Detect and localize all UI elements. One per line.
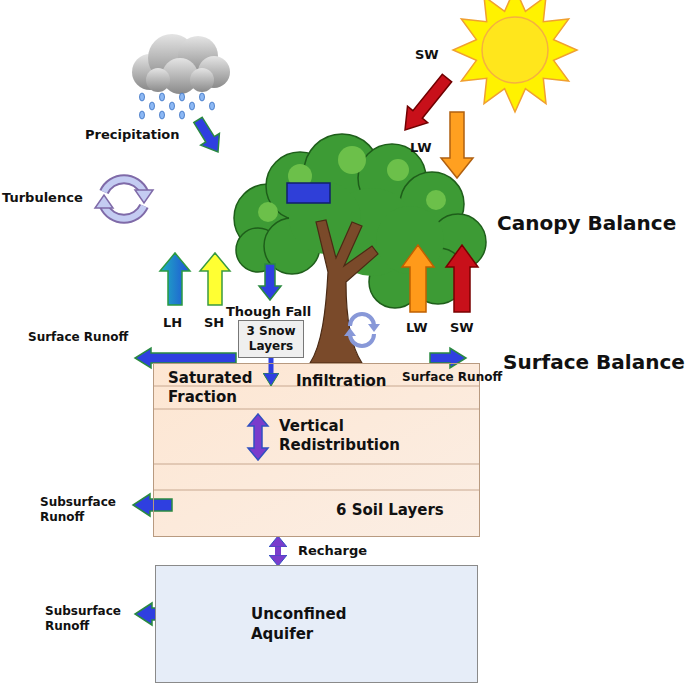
tree-canopy	[234, 134, 486, 308]
sun-rays	[453, 0, 577, 112]
sensible-heat-label: SH	[204, 315, 224, 331]
precipitation-arrow	[194, 117, 220, 152]
soil-layer-line	[153, 490, 480, 491]
soil-layer-line	[153, 464, 480, 465]
aquifer-box: Unconfined Aquifer	[155, 565, 478, 683]
infiltration-text: Infiltration	[296, 372, 406, 391]
soil-layer-line	[153, 409, 480, 410]
soil-ground	[153, 363, 480, 537]
raindrop	[140, 111, 145, 119]
snow-layers-box: 3 Snow Layers	[238, 320, 304, 358]
raindrop	[170, 102, 175, 110]
rotation-head	[368, 324, 380, 332]
vertical-redistribution-arrow	[248, 414, 268, 460]
raindrop	[180, 111, 185, 119]
raindrop	[140, 93, 145, 101]
raindrop	[190, 102, 195, 110]
saturated-fraction-text: Saturated Fraction	[168, 369, 263, 407]
canopy-highlight	[426, 190, 446, 210]
longwave-in-arrow	[441, 112, 473, 178]
edge-label: Recharge	[298, 543, 367, 559]
surface-balance-title: Surface Balance	[503, 350, 685, 375]
cloud	[132, 34, 230, 94]
shortwave-label: SW	[415, 47, 439, 63]
raindrop	[180, 93, 185, 101]
infiltration-connector	[269, 358, 274, 373]
canopy-water-store	[287, 183, 330, 203]
soil-column: Saturated Fraction InfiltrationVertical R…	[153, 363, 480, 537]
raindrop	[200, 93, 205, 101]
rotation-head	[344, 328, 356, 336]
snow-layers-text: 3 Snow Layers	[244, 324, 298, 354]
subsurface-runoff-label: Subsurface Runoff	[45, 604, 137, 634]
canopy-highlight	[387, 159, 409, 181]
tree-trunk	[310, 220, 378, 363]
turbulence-label: Turbulence	[2, 190, 83, 206]
turbulence-icon	[95, 179, 153, 219]
surface-runoff-label: Surface Runoff	[28, 330, 128, 345]
subsurface-runoff-label: Subsurface Runoff	[40, 495, 132, 525]
soil-layers-text: 6 Soil Layers	[336, 501, 466, 520]
sensible-heat-arrow	[200, 253, 230, 305]
canopy-balance-title: Canopy Balance	[497, 211, 676, 236]
raindrops	[140, 93, 215, 119]
throughfall-label: Though Fall	[226, 304, 311, 320]
canopy-turbulence-icon	[344, 314, 380, 346]
recharge-connector	[275, 547, 281, 555]
canopy-highlight	[258, 202, 278, 222]
canopy-highlights	[258, 146, 446, 222]
surface-runoff-label: Surface Runoff	[402, 370, 502, 385]
surface-runoff-arrow	[135, 348, 236, 368]
cloud-puff	[146, 68, 170, 92]
longwave-label: LW	[406, 320, 428, 336]
precipitation-label: Precipitation	[85, 127, 180, 143]
shortwave-in-arrow	[405, 74, 452, 130]
raindrop	[160, 111, 165, 119]
raindrop	[210, 102, 215, 110]
longwave-label: LW	[410, 140, 432, 156]
raindrop	[160, 93, 165, 101]
vertical-redistribution-text: Vertical Redistribution	[279, 417, 409, 455]
turbulence-head	[135, 190, 153, 203]
aquifer-text: Unconfined Aquifer	[251, 604, 363, 644]
throughfall-arrow	[259, 264, 281, 300]
latent-heat-label: LH	[163, 315, 182, 331]
raindrop	[150, 102, 155, 110]
shortwave-out-arrow	[446, 245, 478, 312]
sun-disc	[482, 17, 548, 83]
surface-runoff-arrow	[430, 348, 466, 368]
latent-heat-arrow	[160, 253, 190, 305]
longwave-out-arrow	[402, 245, 434, 312]
cloud-puff	[190, 68, 214, 92]
turbulence-head	[95, 195, 113, 208]
canopy-highlight	[338, 146, 366, 174]
shortwave-label: SW	[450, 320, 474, 336]
